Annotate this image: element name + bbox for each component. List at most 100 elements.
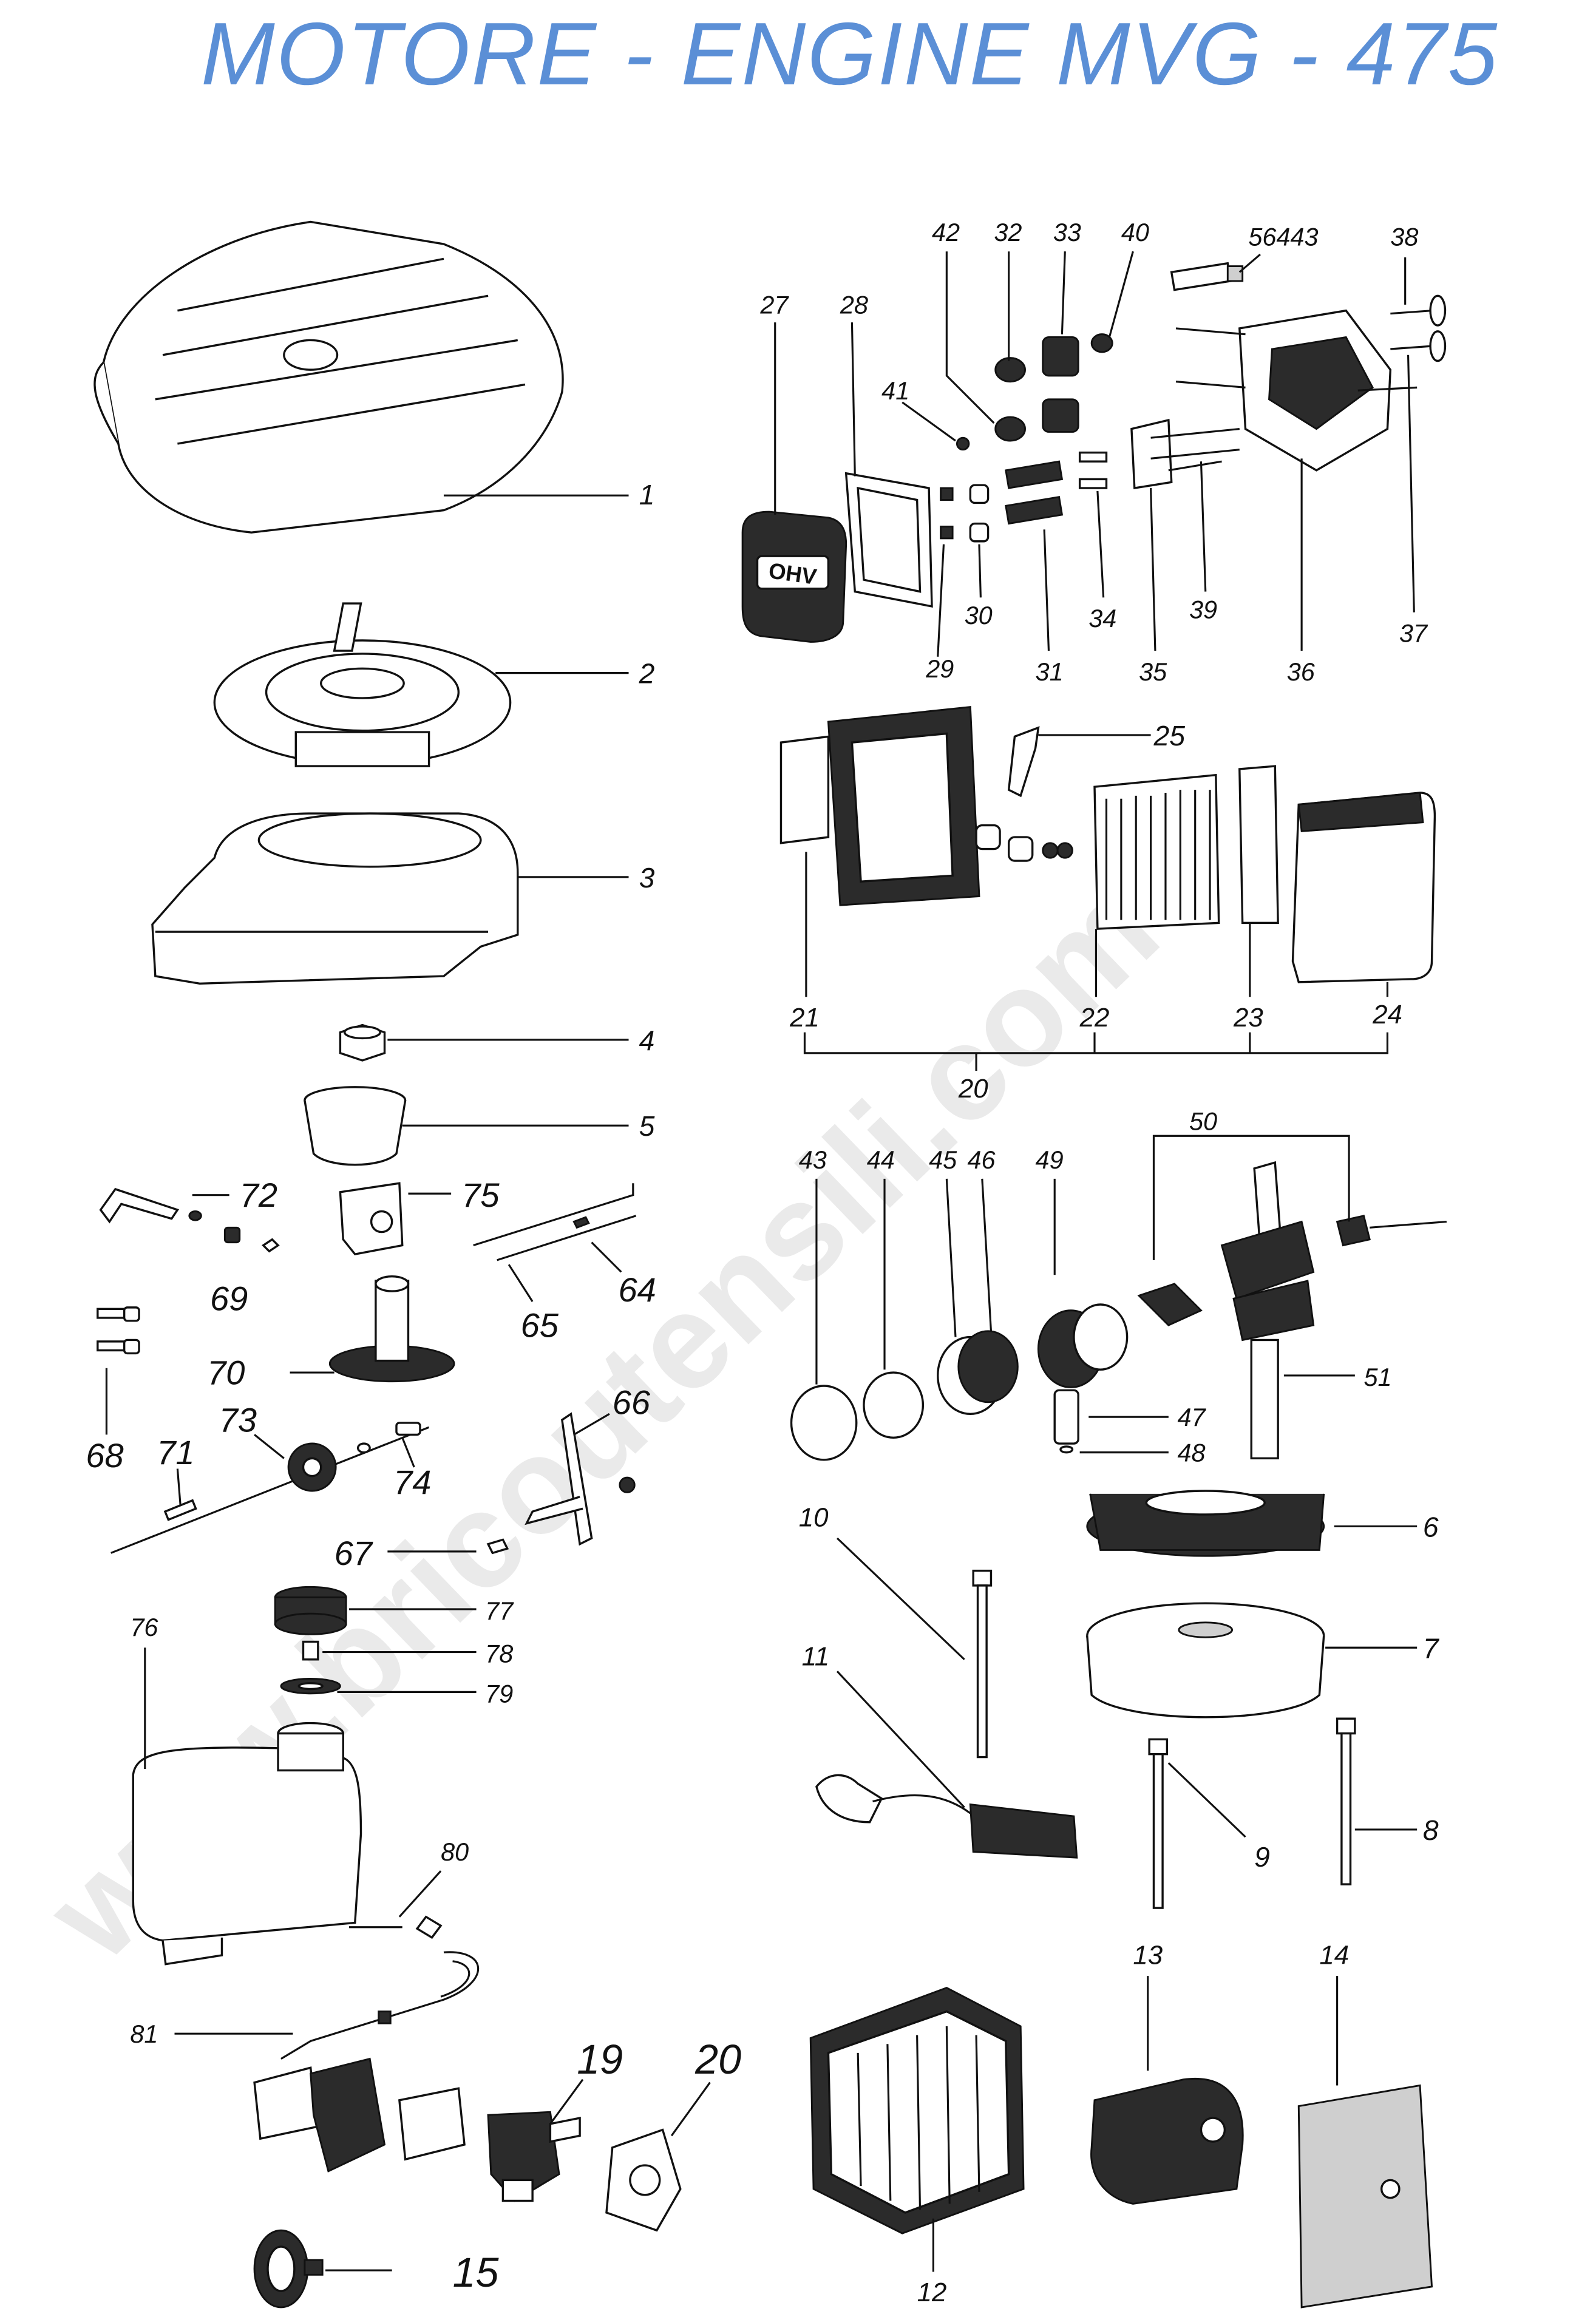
part-nut — [339, 1023, 386, 1062]
callout-11: 11 — [802, 1641, 830, 1671]
callout-38: 38 — [1390, 223, 1418, 251]
callout-46: 46 — [967, 1146, 996, 1174]
callout-65: 65 — [521, 1306, 559, 1345]
callout-33: 33 — [1053, 219, 1081, 246]
part-flywheel — [1086, 1602, 1325, 1719]
part-foam-filter — [1238, 765, 1279, 925]
callout-49: 49 — [1036, 1146, 1064, 1174]
callout-4: 4 — [639, 1025, 655, 1056]
part-long-bolts — [972, 1569, 1356, 1909]
page-title: MOTORE - ENGINE MVG - 475 — [0, 3, 1596, 105]
callout-68: 68 — [86, 1436, 123, 1474]
callout-1: 1 — [639, 479, 655, 511]
part-engine-cover — [93, 220, 564, 534]
callout-8: 8 — [1423, 1814, 1439, 1846]
callout-7: 7 — [1423, 1632, 1440, 1664]
part-push-rods — [1130, 418, 1240, 490]
callout-37: 37 — [1399, 619, 1428, 647]
callout-12: 12 — [917, 2278, 947, 2307]
callout-41: 41 — [881, 377, 909, 405]
callout-73: 73 — [219, 1401, 257, 1439]
title-text: MOTORE - ENGINE MVG - 475 — [200, 4, 1499, 104]
part-rocker-parts — [940, 436, 1108, 543]
callout-13: 13 — [1133, 1941, 1163, 1970]
part-starter-cup — [304, 1086, 407, 1166]
callout-67: 67 — [334, 1534, 373, 1572]
part-air-filter-bracket — [975, 726, 1073, 862]
part-carburetor — [487, 2111, 581, 2202]
callout-35: 35 — [1139, 658, 1167, 686]
callout-64: 64 — [618, 1271, 656, 1309]
callout-42: 42 — [932, 219, 960, 246]
part-governor-lever — [486, 1412, 636, 1555]
callout-19: 19 — [577, 2037, 623, 2083]
callout-70: 70 — [207, 1354, 245, 1392]
callout-14: 14 — [1319, 1941, 1349, 1970]
part-spark-plug — [1170, 262, 1244, 291]
callout-36: 36 — [1287, 658, 1316, 686]
part-ignition-coil — [815, 1774, 1078, 1859]
callout-39: 39 — [1189, 595, 1217, 623]
part-camshaft — [328, 1275, 455, 1383]
callout-47: 47 — [1177, 1403, 1206, 1431]
callout-72: 72 — [240, 1176, 277, 1214]
callout-20-intake: 20 — [694, 2037, 741, 2083]
callout-10: 10 — [799, 1502, 829, 1532]
callout-9: 9 — [1254, 1841, 1270, 1873]
callout-2: 2 — [639, 658, 655, 690]
part-muffler — [1090, 2078, 1244, 2205]
callout-43: 43 — [799, 1146, 827, 1174]
part-bracket — [339, 1182, 404, 1256]
callout-44: 44 — [867, 1146, 895, 1174]
part-muffler-guard — [809, 1987, 1025, 2234]
callout-78: 78 — [485, 1640, 513, 1668]
callout-74: 74 — [393, 1463, 431, 1501]
part-flywheel-fan — [1086, 1490, 1325, 1557]
callout-76: 76 — [130, 1613, 158, 1641]
part-oil-cap — [274, 1586, 347, 1695]
callout-28: 28 — [840, 291, 868, 319]
callout-69: 69 — [210, 1280, 248, 1318]
part-governor-gear — [110, 1422, 430, 1554]
part-filter-cover — [1291, 792, 1436, 983]
part-valves — [1390, 294, 1447, 362]
callout-66: 66 — [613, 1383, 651, 1421]
callout-51: 51 — [1363, 1363, 1391, 1391]
callout-6: 6 — [1423, 1512, 1439, 1543]
callout-27: 27 — [759, 291, 789, 319]
part-governor-arm — [99, 1187, 280, 1253]
leader-lines — [105, 251, 1418, 2272]
callout-48: 48 — [1177, 1439, 1205, 1467]
callout-22: 22 — [1079, 1003, 1110, 1033]
callout-30: 30 — [965, 602, 993, 629]
callout-79: 79 — [485, 1680, 513, 1708]
part-crankshaft — [1220, 1161, 1315, 1460]
callout-31: 31 — [1036, 658, 1064, 686]
part-cylinder-head — [1175, 309, 1418, 472]
callout-29: 29 — [925, 655, 954, 683]
callout-34: 34 — [1088, 605, 1116, 633]
callout-71: 71 — [157, 1433, 194, 1471]
callout-56443: 56443 — [1248, 223, 1318, 251]
callout-21: 21 — [789, 1003, 820, 1033]
part-filter-element — [1093, 773, 1220, 930]
part-insulator — [605, 2128, 682, 2232]
callout-20-filter: 20 — [958, 1074, 988, 1104]
part-piston-rings — [790, 1330, 1019, 1461]
part-connecting-rod — [1137, 1215, 1447, 1326]
callout-50: 50 — [1189, 1107, 1217, 1135]
bracket-20 — [803, 1032, 1389, 1071]
callout-75: 75 — [461, 1176, 500, 1214]
part-fuel-tank — [132, 1722, 362, 1966]
callout-24: 24 — [1372, 1000, 1402, 1030]
part-intake-gaskets — [253, 2057, 466, 2173]
part-throttle-rods — [473, 1183, 637, 1261]
part-fuel-line — [280, 1915, 480, 2060]
callout-77: 77 — [485, 1597, 514, 1625]
callout-15: 15 — [453, 2250, 500, 2296]
callout-25: 25 — [1153, 720, 1185, 752]
part-valve-cover: OHV — [741, 511, 847, 643]
part-air-filter-base — [779, 706, 980, 906]
